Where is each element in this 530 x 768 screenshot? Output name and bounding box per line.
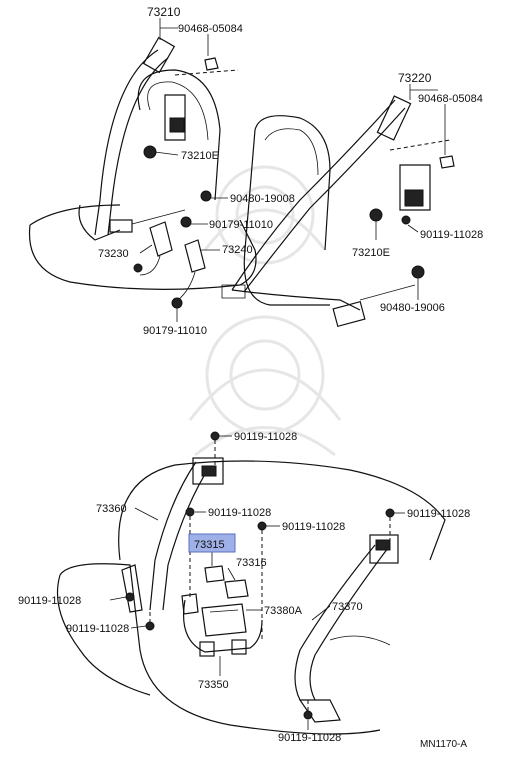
rear-leader-lines xyxy=(109,435,405,730)
label-buckle-left: 73230 xyxy=(98,248,129,260)
label-bolt-d: 90480-19006 xyxy=(380,302,445,314)
label-right-top-bolt: 90119-11028 xyxy=(407,508,470,520)
label-center-bolt-1: 90119-11028 xyxy=(208,507,271,519)
label-73315: 73315 xyxy=(194,539,225,551)
label-rear-top-bolt: 90119-11028 xyxy=(234,431,297,443)
front-seat-drawing xyxy=(28,36,455,328)
label-left-bolt-1: 90119-11028 xyxy=(18,595,81,607)
label-passenger-anchor: 90468-05084 xyxy=(418,93,483,105)
label-bolt-b: 90179-11010 xyxy=(209,219,273,231)
label-73370: 73370 xyxy=(332,601,363,613)
front-leader-lines xyxy=(139,18,446,322)
label-center-bolt-2: 90119-11028 xyxy=(282,521,345,533)
label-73360: 73360 xyxy=(96,503,127,515)
label-bolt-a: 90480-19008 xyxy=(230,193,295,205)
label-bolt-c: 90179-11010 xyxy=(143,325,207,337)
label-bolt-e: 90119-11028 xyxy=(420,229,483,241)
label-left-bolt-2: 90119-11028 xyxy=(66,623,129,635)
label-passenger-cover: 73210E xyxy=(352,247,390,259)
highlight-73315 xyxy=(188,533,236,553)
label-73210: 73210 xyxy=(147,5,181,19)
rear-part-labels: 90119-11028 73360 90119-11028 90119-1102… xyxy=(18,431,470,744)
label-bottom-bolt: 90119-11028 xyxy=(278,732,341,744)
watermark xyxy=(188,165,342,457)
rear-dashed-lines xyxy=(149,440,391,712)
label-73380a: 73380A xyxy=(264,605,303,617)
figure-code: MN1170-A xyxy=(420,739,467,750)
label-73350: 73350 xyxy=(198,679,229,691)
label-buckle-right: 73240 xyxy=(222,244,253,256)
front-part-labels: 73210 90468-05084 73210E 90480-19008 901… xyxy=(98,5,483,337)
label-73316: 73316 xyxy=(236,557,267,569)
label-driver-anchor: 90468-05084 xyxy=(178,23,243,35)
label-driver-cover: 73210E xyxy=(181,150,219,162)
label-73220: 73220 xyxy=(398,71,432,85)
rear-seat-drawing xyxy=(56,431,446,735)
